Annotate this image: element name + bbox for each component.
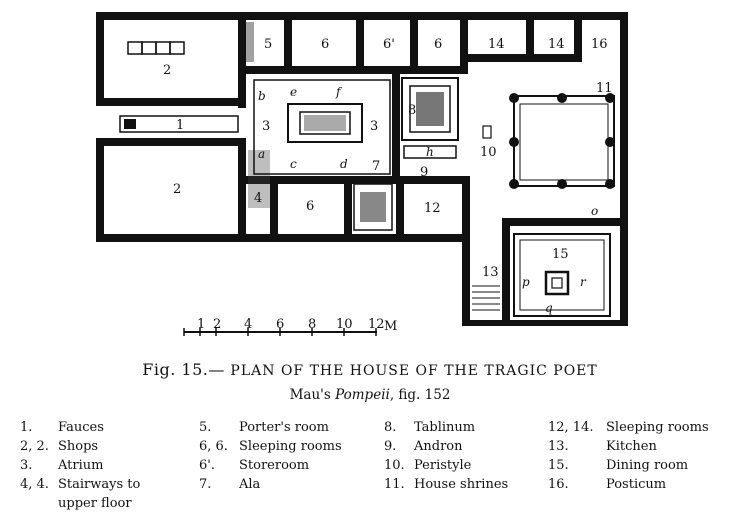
legend-item: 10.Peristyle — [384, 458, 472, 473]
room-label-5: 5 — [264, 37, 272, 52]
floor-plan: 2 1 2 3 3 4 5 6 6' 6 6 7 8 9 10 11 12 13… — [96, 12, 628, 336]
legend-item: 16.Posticum — [548, 477, 667, 492]
room-label-2b: 2 — [173, 182, 181, 197]
room-label-3b: 3 — [370, 119, 378, 134]
legend-item: 7.Ala — [199, 477, 261, 492]
legend-column-1: 1.Fauces 2, 2.Shops 3.Atrium 4, 4.Stairw… — [20, 418, 140, 513]
legend-item: 3.Atrium — [20, 458, 104, 473]
letter-label-q: q — [545, 301, 553, 315]
ala-mosaic — [353, 183, 393, 231]
legend-item: 6'.Storeroom — [199, 458, 310, 473]
legend-column-2: 5.Porter's room 6, 6.Sleeping rooms 6'.S… — [199, 418, 342, 494]
letter-label-d: d — [340, 157, 348, 171]
source-citation: Mau's Pompeii, fig. 152 — [0, 387, 740, 403]
legend-item: 2, 2.Shops — [20, 439, 99, 454]
shop-counter — [127, 41, 185, 55]
letter-labels: a b c d e f h o p q r — [258, 85, 598, 315]
caption-dash: — — [208, 360, 225, 379]
legend-item: upper floor — [58, 496, 132, 511]
legend-item: 4, 4.Stairways to — [20, 477, 141, 492]
room-label-14a: 14 — [488, 37, 505, 52]
room-label-9: 9 — [420, 165, 428, 180]
room-label-14b: 14 — [548, 37, 565, 52]
letter-label-p: p — [522, 275, 530, 289]
scale-tick-6: 6 — [276, 317, 284, 332]
source-ref: , fig. 152 — [389, 387, 451, 403]
letter-label-e: e — [290, 85, 297, 99]
room-label-11: 11 — [596, 81, 613, 96]
figure-title: Plan of the House of the Tragic Poet — [230, 363, 598, 379]
room-label-6c: 6 — [306, 199, 314, 214]
peristyle — [482, 93, 615, 189]
scale-bar: 1 2 4 6 8 10 12 M — [183, 317, 397, 336]
legend-item: 5.Porter's room — [199, 420, 329, 435]
room-label-16: 16 — [591, 37, 608, 52]
scale-tick-10: 10 — [336, 317, 353, 332]
letter-label-o: o — [591, 204, 598, 218]
scale-tick-12: 12 — [368, 317, 385, 332]
room-label-4: 4 — [254, 191, 262, 206]
legend-item: 8.Tablinum — [384, 420, 476, 435]
room-label-3a: 3 — [262, 119, 270, 134]
legend-item: 13.Kitchen — [548, 439, 657, 454]
room-label-12: 12 — [424, 201, 441, 216]
room-label-8: 8 — [408, 103, 416, 118]
letter-label-r: r — [580, 275, 587, 289]
scale-tick-4: 4 — [244, 317, 252, 332]
figure-caption: Fig. 15.— Plan of the House of the Tragi… — [0, 360, 740, 379]
room-label-6a: 6 — [321, 37, 329, 52]
atrium — [253, 79, 391, 175]
room-label-6b: 6 — [434, 37, 442, 52]
room-labels: 2 1 2 3 3 4 5 6 6' 6 6 7 8 9 10 11 12 13… — [163, 37, 613, 280]
legend-column-3: 8.Tablinum 9.Andron 10.Peristyle 11.Hous… — [384, 418, 508, 494]
letter-label-h: h — [426, 145, 434, 159]
room-label-13: 13 — [482, 265, 499, 280]
letter-label-a: a — [258, 147, 265, 161]
letter-label-f: f — [335, 85, 343, 99]
room-label-1: 1 — [176, 118, 184, 133]
letter-label-b: b — [258, 89, 266, 103]
source-author: Mau's — [289, 387, 331, 403]
plan-walls — [96, 12, 628, 326]
legend-item: 11.House shrines — [384, 477, 509, 492]
room-label-6-prime: 6' — [383, 37, 395, 52]
legend-item: 15.Dining room — [548, 458, 689, 473]
room-label-10: 10 — [480, 145, 497, 160]
legend-item: 6, 6.Sleeping rooms — [199, 439, 342, 454]
dining-room — [513, 233, 611, 317]
source-work: Pompeii — [335, 387, 390, 403]
figure-number: Fig. 15. — [142, 360, 209, 379]
letter-label-c: c — [290, 157, 297, 171]
legend-item: 1.Fauces — [20, 420, 104, 435]
room-label-2a: 2 — [163, 63, 171, 78]
scale-tick-2: 2 — [213, 317, 221, 332]
room-label-7: 7 — [372, 159, 380, 174]
legend-item: 9.Andron — [384, 439, 463, 454]
scale-unit: M — [384, 319, 397, 334]
kitchen-steps — [472, 285, 500, 311]
legend-column-4: 12, 14.Sleeping rooms 13.Kitchen 15.Dini… — [548, 418, 709, 494]
scale-tick-8: 8 — [308, 317, 316, 332]
tablinum — [401, 77, 459, 159]
scale-tick-1: 1 — [197, 317, 205, 332]
room-label-15: 15 — [552, 247, 569, 262]
fauces-passage — [119, 115, 239, 133]
legend-item: 12, 14.Sleeping rooms — [548, 420, 709, 435]
